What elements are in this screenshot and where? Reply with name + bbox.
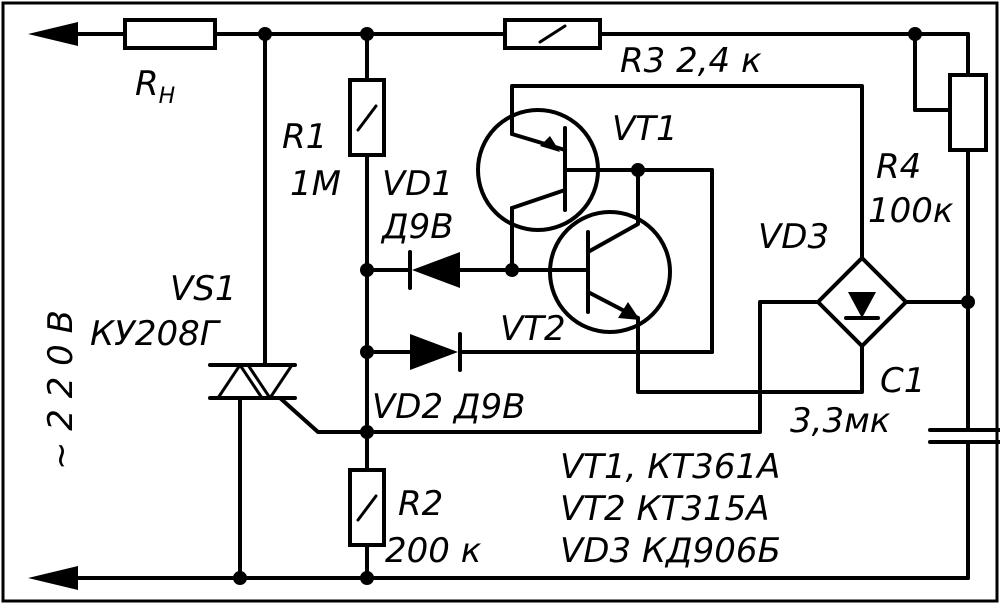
diode-bridge-vd3: [815, 255, 970, 349]
label-r4: R4: [876, 147, 921, 187]
input-arrow-bottom: [28, 566, 78, 590]
label-vd1-type: Д9В: [380, 207, 454, 247]
capacitor-c1: [928, 428, 1000, 580]
label-c1-value: 3,3мк: [790, 401, 891, 441]
diode-vd1: [365, 250, 514, 290]
label-vt2: VT2: [500, 309, 566, 349]
label-vd3: VD3: [758, 217, 829, 257]
bottom-rail: [28, 566, 970, 590]
resistor-r1: [348, 32, 386, 157]
label-r2: R2: [398, 484, 443, 524]
transistor-vt1: [476, 84, 864, 354]
input-arrow-top: [28, 22, 78, 46]
resistor-r3: [503, 18, 602, 50]
label-vt1: VT1: [612, 109, 678, 149]
label-parts-vt1: VT1, КТ361А: [560, 447, 780, 487]
label-supply-voltage: ~ 2 2 0 В: [41, 310, 81, 470]
label-rn: RН: [135, 64, 175, 109]
junction-dots: [233, 27, 975, 585]
label-r1: R1: [282, 117, 327, 157]
label-vs1-type: КУ208Г: [90, 314, 222, 354]
resistor-r2: [348, 468, 386, 580]
label-r1-value: 1M: [290, 164, 341, 204]
label-parts-vt2: VT2 КТ315А: [560, 489, 770, 529]
label-r4-value: 100к: [868, 191, 954, 231]
label-vd2: VD2 Д9В: [372, 387, 525, 427]
label-r2-value: 200 к: [385, 531, 482, 571]
potentiometer-r4: [913, 32, 988, 432]
label-vs1: VS1: [170, 269, 236, 309]
diode-vd2: [365, 332, 714, 372]
label-parts-vd3: VD3 КД906Б: [560, 531, 781, 571]
transistor-vt2: [510, 168, 864, 394]
label-r3: R3 2,4 к: [620, 41, 762, 81]
load-resistor-rn: [123, 18, 217, 50]
label-c1: C1: [880, 361, 925, 401]
label-vd1: VD1: [382, 164, 453, 204]
thyristor-vs1: [208, 32, 820, 580]
